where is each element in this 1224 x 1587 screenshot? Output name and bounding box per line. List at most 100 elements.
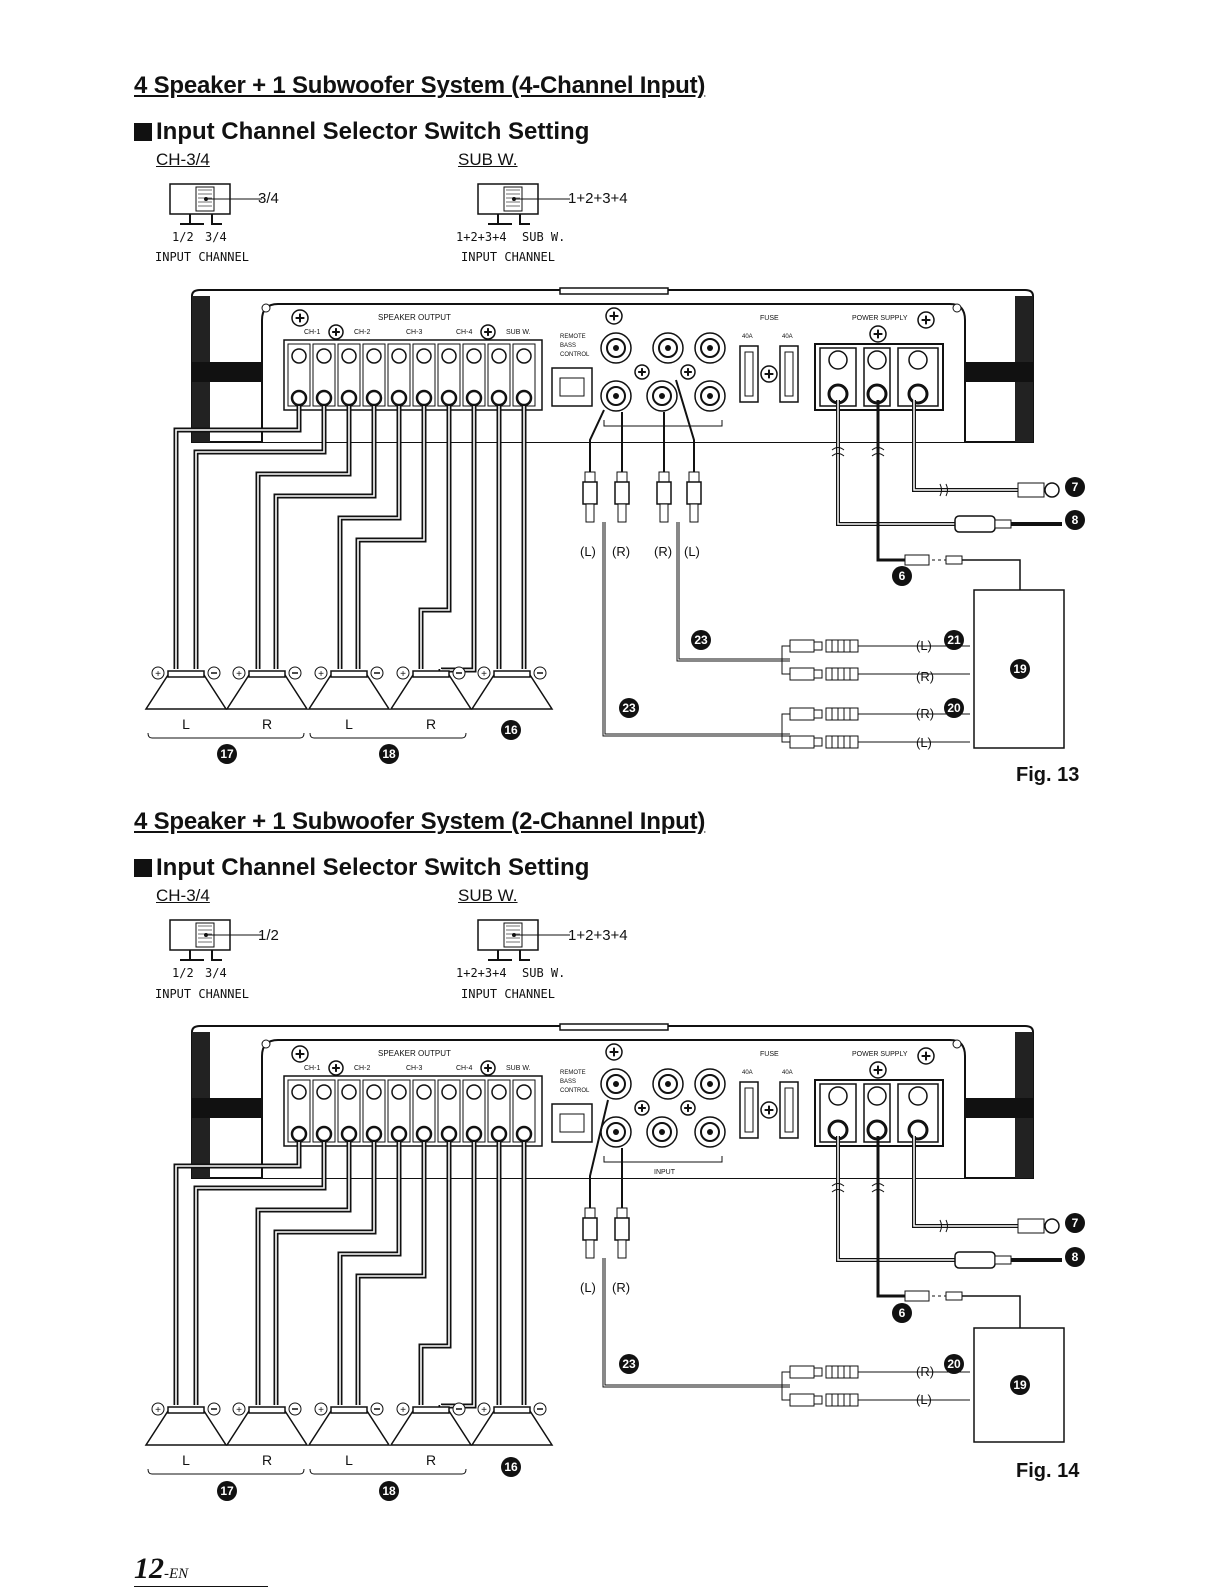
speaker-magnet xyxy=(493,1406,531,1414)
callout-18: 18 xyxy=(379,744,399,764)
rca-to-source xyxy=(858,645,970,743)
wire-break-mark xyxy=(831,447,845,457)
terminal-hole xyxy=(365,1125,383,1143)
fig13-sub-pos2: SUB W. xyxy=(522,230,566,244)
fig14-rca-wiring: (L)(R)(R)(L) xyxy=(580,1099,970,1407)
switch-legs xyxy=(180,950,222,961)
terminal-hole xyxy=(515,389,533,407)
plus-mark xyxy=(873,329,883,339)
rca-cable-core xyxy=(603,522,790,736)
rca-plug-tip xyxy=(584,471,596,483)
speaker-channel-label: L xyxy=(182,716,190,732)
plus-icon xyxy=(680,364,696,380)
remote-connector-mate xyxy=(945,555,963,565)
speaker-group-bracket xyxy=(309,732,467,739)
switch-knob xyxy=(204,933,208,937)
callout-18: 18 xyxy=(379,1481,399,1501)
fig14-sub-name: SUB W. xyxy=(458,886,518,905)
remote-socket xyxy=(559,1113,585,1133)
callout-circle xyxy=(892,566,912,586)
rca-plug-boot xyxy=(617,1239,627,1259)
rca-jack-pin xyxy=(707,1129,713,1135)
rca-to-source xyxy=(858,1371,970,1401)
rca-connector-body xyxy=(789,707,815,721)
callout-17: 17 xyxy=(217,1481,237,1501)
speaker-cone xyxy=(470,674,554,710)
amp-screw xyxy=(952,303,962,313)
terminal-screw xyxy=(341,1084,357,1100)
remote-label: CONTROL xyxy=(560,352,590,358)
rca-jack-pin xyxy=(659,1129,665,1135)
battery-wire-core xyxy=(837,400,955,525)
terminal-screw xyxy=(466,1084,482,1100)
rca-connector-tip xyxy=(813,709,823,719)
fig13-power-wiring xyxy=(831,400,1062,595)
remote-label: BASS xyxy=(560,1079,576,1085)
callout-23: 23 xyxy=(619,698,639,718)
rca-cable-core xyxy=(677,522,790,661)
terminal-hole xyxy=(515,1125,533,1143)
rca-plug-body xyxy=(582,481,598,505)
speaker-wire-core xyxy=(357,406,425,669)
callout-circle xyxy=(1065,1247,1085,1267)
speaker-wire-core xyxy=(357,1142,425,1405)
switch-knob xyxy=(512,197,516,201)
rca-connector-mate xyxy=(825,639,859,653)
callout-circle xyxy=(379,1481,399,1501)
callout-circle xyxy=(1010,659,1030,679)
speaker-plus-terminal xyxy=(314,1402,328,1416)
callout-number: 20 xyxy=(947,701,961,715)
rca-plug-body xyxy=(614,1217,630,1241)
speaker-wire-core xyxy=(175,1142,300,1405)
fig13-ch34-pos1: 1/2 xyxy=(172,230,194,244)
terminal-hole xyxy=(290,389,308,407)
speaker-magnet xyxy=(493,670,531,678)
rca-plug-tip xyxy=(688,471,700,483)
source-channel-label: (L) xyxy=(916,638,932,653)
plus-icon xyxy=(328,1060,344,1076)
fig14-title: 4 Speaker + 1 Subwoofer System (2-Channe… xyxy=(134,808,706,835)
speaker-cone xyxy=(144,1410,228,1446)
rca-connector-mate xyxy=(825,707,859,721)
fig14-sub-caption: INPUT CHANNEL xyxy=(461,987,555,1001)
fig13-speakers: +++++ xyxy=(144,666,554,710)
callout-16: 16 xyxy=(501,720,521,740)
rca-channel-label: (L) xyxy=(684,544,700,559)
callout-8: 8 xyxy=(1065,510,1085,530)
terminal-screw xyxy=(466,348,482,364)
fig13-selector-heading: Input Channel Selector Switch Setting xyxy=(134,118,589,146)
source-channel-label: (R) xyxy=(916,669,934,684)
fuse-holder xyxy=(954,515,996,533)
wire-break-mark xyxy=(939,1219,948,1233)
power-screw xyxy=(908,1086,928,1106)
speaker-magnet xyxy=(167,1406,205,1414)
rca-connector-tip xyxy=(813,669,823,679)
terminal-screw xyxy=(391,348,407,364)
callout-number: 18 xyxy=(382,747,396,761)
power-hole xyxy=(907,1119,929,1141)
speaker-wire-core xyxy=(275,406,375,669)
speaker-group-bracket xyxy=(147,1468,305,1475)
remote-label: BASS xyxy=(560,343,576,349)
fig14-ch34-setting: 1/2 xyxy=(258,927,279,944)
rca-channel-label: (R) xyxy=(654,544,672,559)
page-number-value: 12 xyxy=(134,1552,164,1585)
plus-mark xyxy=(609,1047,619,1057)
rca-plug-tip xyxy=(584,1207,596,1219)
remote-socket xyxy=(559,377,585,397)
speaker-wire-core xyxy=(275,1142,375,1405)
source-channel-label: (L) xyxy=(916,735,932,750)
terminal-hole xyxy=(490,389,508,407)
speaker-magnet xyxy=(248,670,286,678)
power-screw xyxy=(828,1086,848,1106)
speaker-wire xyxy=(255,1142,352,1405)
plus-icon xyxy=(760,365,778,383)
terminal-screw xyxy=(491,348,507,364)
rca-channel-label: (L) xyxy=(580,1280,596,1295)
terminal-hole xyxy=(340,389,358,407)
speaker-wire-core xyxy=(257,406,350,669)
rca-connector-body xyxy=(789,1393,815,1407)
speaker-plus-sign: + xyxy=(481,1405,487,1416)
callout-circle xyxy=(217,1481,237,1501)
terminal-screw xyxy=(416,1084,432,1100)
